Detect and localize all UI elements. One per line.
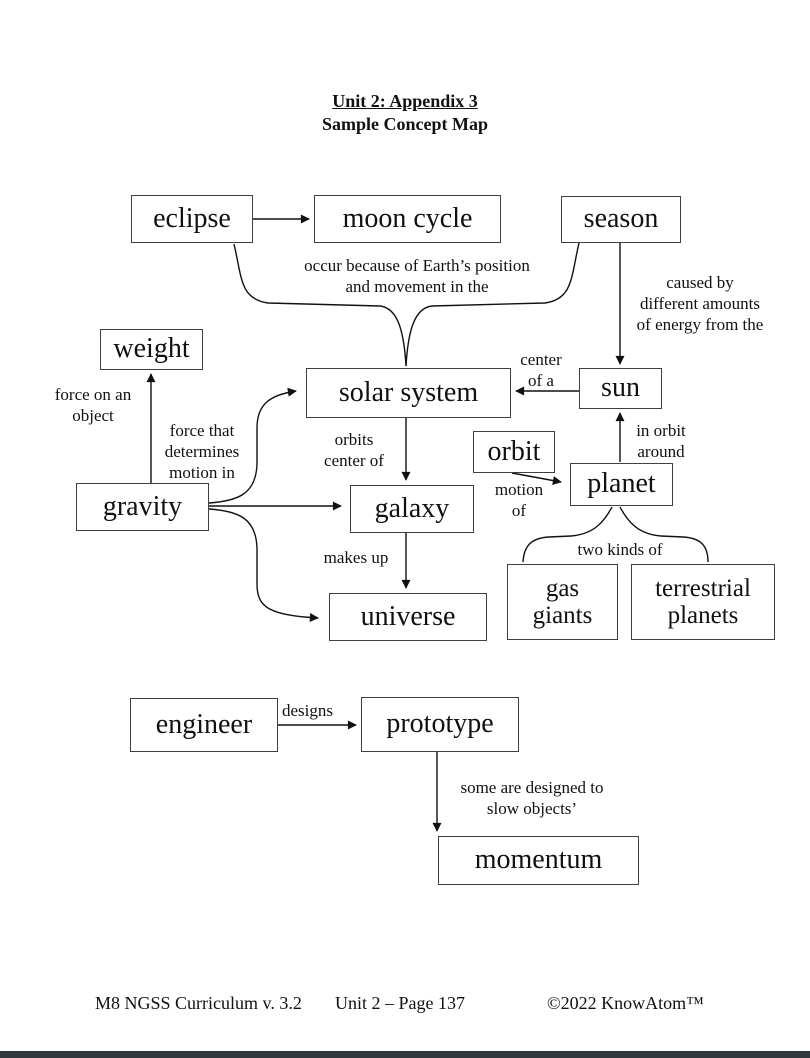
node-momentum: momentum [438,836,639,885]
label-caused-by: caused by different amounts of energy fr… [636,273,764,334]
label-makes-up: makes up [323,548,389,567]
node-sun: sun [579,368,662,409]
node-gas-giants: gas giants [507,564,618,640]
node-universe: universe [329,593,487,641]
node-eclipse: eclipse [131,195,253,243]
node-solar-system: solar system [306,368,511,418]
node-planet: planet [570,463,673,506]
label-in-orbit-around: in orbit around [636,421,686,461]
node-season: season [561,196,681,243]
node-moon-cycle: moon cycle [314,195,501,243]
title-line1: Unit 2: Appendix 3 [332,91,478,111]
label-orbits-center-of: orbits center of [324,430,384,470]
label-two-kinds-of: two kinds of [577,540,663,559]
footer-curriculum-version: M8 NGSS Curriculum v. 3.2 [95,993,302,1013]
page-title: Unit 2: Appendix 3 Sample Concept Map [0,90,810,136]
title-line2: Sample Concept Map [322,114,488,134]
label-center-of-a: center of a [520,350,562,390]
label-designs: designs [282,701,333,720]
node-engineer: engineer [130,698,278,752]
label-motion-of: motion of [494,480,544,520]
label-slow-objects: some are designed to slow objects’ [460,778,604,818]
node-gravity: gravity [76,483,209,531]
label-force-on-object: force on an object [54,385,132,425]
label-force-determines: force that determines motion in [164,421,240,482]
node-galaxy: galaxy [350,485,474,533]
node-weight: weight [100,329,203,370]
node-orbit: orbit [473,431,555,473]
footer-copyright: ©2022 KnowAtom™ [547,993,704,1013]
bottom-window-bar [0,1051,810,1058]
footer-page-number: Unit 2 – Page 137 [335,993,465,1013]
node-prototype: prototype [361,697,519,752]
node-terrestrial-planets: terrestrial planets [631,564,775,640]
label-occur-because: occur because of Earth’s position and mo… [304,256,530,296]
